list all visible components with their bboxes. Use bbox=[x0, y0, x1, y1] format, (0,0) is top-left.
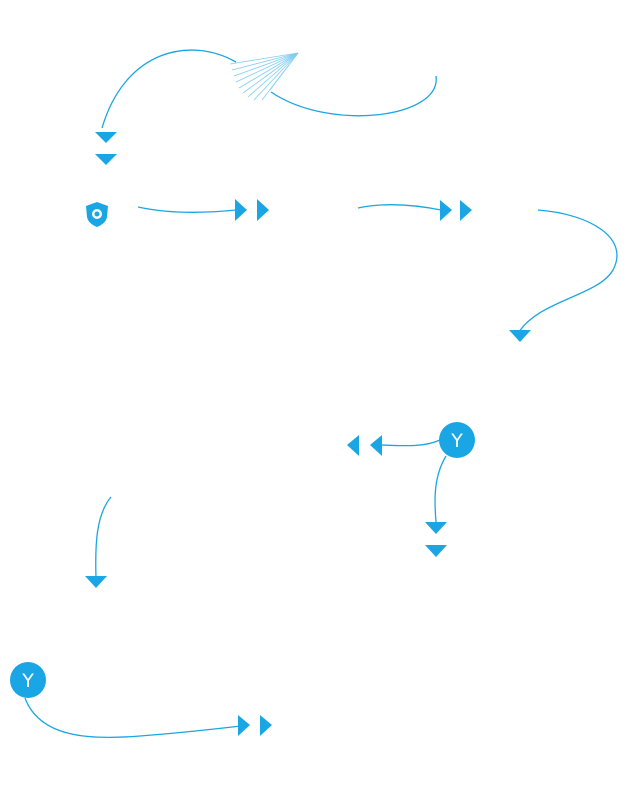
node-circle bbox=[439, 422, 475, 458]
connector-shield-right bbox=[137, 199, 269, 221]
connector-left-down bbox=[85, 496, 112, 588]
arrowhead-right bbox=[235, 199, 247, 221]
node-label: Y bbox=[450, 430, 463, 452]
connector-line bbox=[270, 75, 437, 117]
connector-line bbox=[101, 49, 237, 129]
shield-icon bbox=[86, 202, 108, 227]
connector-bottom-right bbox=[24, 697, 272, 739]
node-y-lower[interactable]: Y bbox=[10, 662, 46, 698]
connector-line bbox=[434, 455, 447, 523]
arrowhead-right bbox=[260, 715, 272, 736]
connector-right-curve bbox=[509, 209, 618, 342]
arrowhead-down bbox=[509, 330, 531, 342]
connector-line bbox=[518, 209, 618, 333]
arrowhead-right bbox=[238, 715, 250, 736]
connector-line bbox=[357, 204, 442, 211]
arrowhead-down bbox=[85, 576, 107, 588]
node-shield[interactable] bbox=[86, 202, 108, 227]
node-circle bbox=[10, 662, 46, 698]
connector-line bbox=[137, 206, 237, 213]
arrowhead-down bbox=[425, 545, 447, 557]
connector-line bbox=[24, 697, 242, 739]
arrowhead-left bbox=[370, 435, 382, 456]
arrowhead-down bbox=[95, 132, 117, 143]
arrowhead-down bbox=[425, 522, 447, 534]
connector-y-down bbox=[425, 455, 447, 557]
connector-swirl bbox=[95, 49, 437, 165]
connector-line bbox=[381, 439, 441, 447]
connector-middle-right bbox=[357, 200, 472, 221]
node-y-upper[interactable]: Y bbox=[439, 422, 475, 458]
arrowhead-right bbox=[460, 200, 472, 221]
arrowhead-left bbox=[347, 435, 359, 456]
sparkle-rays bbox=[229, 52, 299, 101]
node-label: Y bbox=[21, 670, 34, 692]
arrowhead-down bbox=[95, 154, 117, 165]
arrowhead-right bbox=[440, 200, 452, 221]
connector-line bbox=[95, 496, 112, 579]
connector-y-left bbox=[347, 435, 441, 456]
arrowhead-right bbox=[257, 199, 269, 221]
